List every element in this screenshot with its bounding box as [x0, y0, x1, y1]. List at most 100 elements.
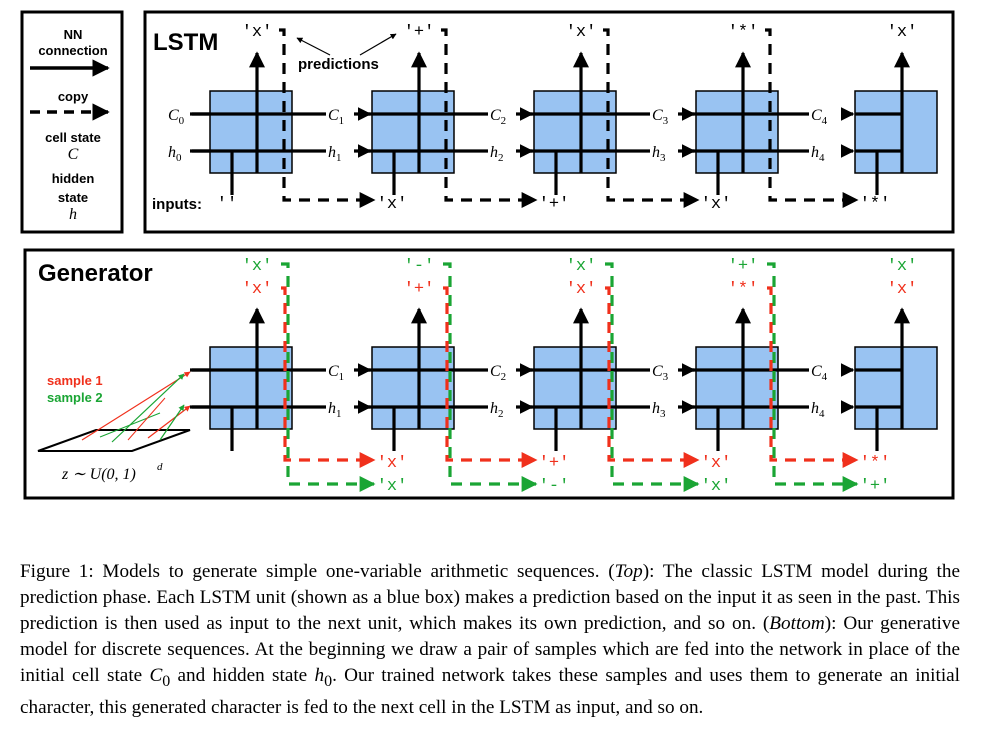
hidden-state-label-4: h4 [811, 400, 825, 420]
inputs-label: inputs: [152, 196, 202, 213]
red-copy-arrow [443, 286, 538, 468]
lstm-panel: LSTM predictions inputs: C0h0C1h1C2h2C3h… [143, 10, 955, 234]
red-prediction-label: 'x' [242, 280, 273, 299]
green-prediction-label: '+' [728, 257, 759, 276]
legend-cell-state-symbol: C [68, 146, 79, 163]
green-input-label: 'x' [377, 477, 408, 496]
cell-state-label-1: C1 [328, 107, 344, 127]
cell-state-label-0: C0 [168, 107, 185, 127]
state-label-bg [650, 139, 682, 161]
state-label-bg [809, 102, 841, 124]
figure-caption: Figure 1: Models to generate simple one-… [20, 559, 960, 721]
sample-1-arrow-h [147, 405, 191, 439]
lstm-unit-box [209, 346, 293, 430]
state-label-bg [488, 139, 520, 161]
sample-2-label: sample 2 [47, 390, 103, 405]
prediction-label: 'x' [566, 23, 597, 42]
red-input-label: '*' [860, 454, 891, 473]
prediction-label: 'x' [887, 23, 918, 42]
green-copy-arrow [281, 262, 376, 492]
input-label: '*' [860, 195, 891, 214]
prediction-label: '+' [404, 23, 435, 42]
green-prediction-label: 'x' [566, 257, 597, 276]
hidden-state-label-2: h2 [490, 400, 504, 420]
green-copy-arrow [767, 262, 859, 492]
state-label-bg [488, 358, 520, 380]
green-copy-arrow [443, 262, 538, 492]
red-copy-arrow [767, 286, 859, 468]
cell-state-label-2: C2 [490, 107, 506, 127]
legend-cell-state-label: cell state [45, 130, 101, 145]
caption-part-5: . Our trained network takes these sample… [20, 665, 960, 718]
generator-cells: C1h1C2h2C3h3C4h4'x''x''x''x''-''+''+''-'… [190, 257, 938, 496]
lstm-unit-box [371, 346, 455, 430]
sample-1-label: sample 1 [47, 373, 103, 388]
red-input-label: '+' [539, 454, 570, 473]
state-label-bg [326, 139, 358, 161]
state-label-bg [650, 395, 682, 417]
green-prediction-label: 'x' [887, 257, 918, 276]
hidden-state-label-0: h0 [168, 144, 182, 164]
predictions-pointer-2 [359, 33, 397, 56]
sample-2-arrow-c [111, 373, 185, 443]
red-copy-arrow [605, 286, 700, 468]
lstm-unit-box [209, 90, 293, 174]
cell-state-label-3: C3 [652, 107, 669, 127]
lstm-unit-box [533, 90, 617, 174]
green-prediction-label: '-' [404, 257, 435, 276]
latent-plane [37, 429, 191, 452]
hidden-state-label-3: h3 [652, 144, 666, 164]
lstm-unit-box [533, 346, 617, 430]
red-prediction-label: '+' [404, 280, 435, 299]
red-input-label: 'x' [377, 454, 408, 473]
red-prediction-label: '*' [728, 280, 759, 299]
state-label-bg [809, 395, 841, 417]
state-label-bg [326, 102, 358, 124]
hidden-state-label-1: h1 [328, 144, 342, 164]
copy-arrow [765, 28, 859, 208]
input-label: '+' [539, 195, 570, 214]
input-label: '' [217, 195, 237, 214]
green-input-label: '-' [539, 477, 570, 496]
legend-hidden-label: hidden [52, 171, 95, 186]
caption-h0-sub: 0 [324, 672, 333, 690]
state-label-bg [809, 358, 841, 380]
state-label-bg [809, 139, 841, 161]
caption-part-4: and hidden state [170, 665, 315, 686]
predictions-label: predictions [298, 56, 379, 73]
hidden-state-label-3: h3 [652, 400, 666, 420]
z-distribution-label: z ∼ U(0, 1) [61, 466, 136, 483]
legend-copy-label: copy [58, 89, 89, 104]
lstm-unit-box [371, 90, 455, 174]
cell-state-label-4: C4 [811, 363, 828, 383]
green-input-label: '+' [860, 477, 891, 496]
z-distribution-exponent: d [157, 461, 163, 473]
caption-part-2: ): The classic LSTM model during the pre… [20, 561, 960, 634]
state-label-bg [488, 395, 520, 417]
red-input-label: 'x' [701, 454, 732, 473]
lstm-unit-box [695, 90, 779, 174]
sample-cross-2 [127, 397, 166, 441]
input-label: 'x' [701, 195, 732, 214]
predictions-pointer-1 [296, 37, 331, 56]
legend-nn-label-1: NN [64, 27, 83, 42]
copy-arrow [441, 28, 538, 208]
green-copy-arrow [605, 262, 700, 492]
prediction-label: '*' [728, 23, 759, 42]
green-input-label: 'x' [701, 477, 732, 496]
generator-panel: Generator sample 1 sample 2 z ∼ U(0, 1) … [23, 248, 955, 500]
hidden-state-label-2: h2 [490, 144, 504, 164]
cell-state-label-1: C1 [328, 363, 344, 383]
green-prediction-label: 'x' [242, 257, 273, 276]
state-label-bg [650, 102, 682, 124]
red-copy-arrow [281, 286, 376, 468]
lstm-unit-box [695, 346, 779, 430]
sample-cross-1 [99, 412, 161, 438]
caption-part-1: Figure 1: Models to generate simple one-… [20, 561, 615, 582]
caption-bottom-word: Bottom [769, 613, 825, 634]
state-label-bg [488, 102, 520, 124]
legend-nn-label-2: connection [38, 43, 107, 58]
cell-state-label-4: C4 [811, 107, 828, 127]
caption-c0: C [149, 665, 163, 686]
caption-part-3: ): Our generative model for discrete seq… [20, 613, 960, 686]
